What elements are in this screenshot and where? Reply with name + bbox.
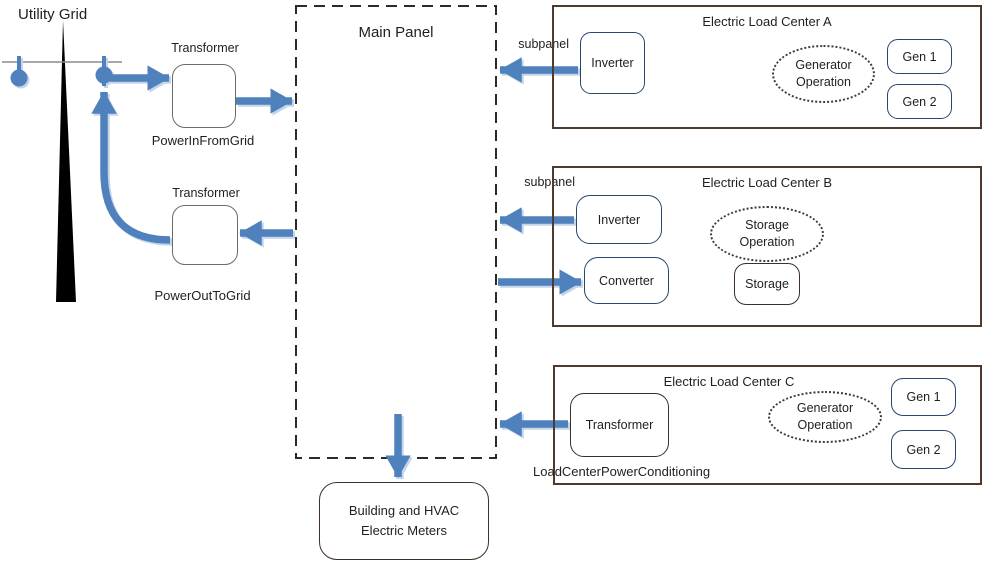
converter-b-node: Converter <box>584 257 669 304</box>
load-center-b-frame: Electric Load Center B <box>552 166 982 327</box>
generator-operation-c-shape: Generator Operation <box>768 391 882 443</box>
load-center-a-frame: Electric Load Center A <box>552 5 982 129</box>
grid-insulator-pins <box>10 56 113 87</box>
inverter-a-node: Inverter <box>580 32 645 94</box>
gen2-c-node: Gen 2 <box>891 430 956 469</box>
utility-pole-icon <box>2 20 122 302</box>
gen1-c-node: Gen 1 <box>891 378 956 416</box>
load-center-a-title: Electric Load Center A <box>702 14 832 29</box>
storage-operation-b-shape: Storage Operation <box>710 206 824 262</box>
gen1-a-node: Gen 1 <box>887 39 952 74</box>
generator-operation-c-line2: Operation <box>797 418 853 432</box>
generator-operation-c-line1: Generator <box>796 401 854 416</box>
subpanel-a-label: subpanel <box>518 37 569 51</box>
generator-operation-a-shape: Generator Operation <box>772 45 875 103</box>
transformer-out-label: Transformer <box>172 186 240 200</box>
storage-operation-b-line1: Storage <box>745 218 789 233</box>
load-center-c-title: Electric Load Center C <box>663 374 795 389</box>
utility-grid-label: Utility Grid <box>18 6 88 23</box>
transformer-in-label: Transformer <box>171 41 239 55</box>
arrow-transformer-out-to-grid <box>91 91 171 244</box>
storage-b-node: Storage <box>734 263 800 305</box>
inverter-b-node: Inverter <box>576 195 662 244</box>
gen2-a-node: Gen 2 <box>887 84 952 119</box>
building-meters-line1: Building and HVAC <box>348 502 460 518</box>
load-center-power-conditioning-label: LoadCenterPowerConditioning <box>533 464 711 479</box>
main-panel-label: Main Panel <box>358 24 434 41</box>
transformer-out-node <box>172 205 238 265</box>
power-out-to-grid-label: PowerOutToGrid <box>154 288 251 303</box>
transformer-c-node: Transformer <box>570 393 669 457</box>
storage-operation-b-line2: Operation <box>739 235 795 249</box>
generator-operation-a-line2: Operation <box>796 75 851 89</box>
power-in-from-grid-label: PowerInFromGrid <box>151 133 255 148</box>
subpanel-b-label: subpanel <box>524 175 575 189</box>
main-panel-dashed-box <box>295 5 497 459</box>
load-center-b-title: Electric Load Center B <box>701 175 833 190</box>
building-meters-node: Building and HVAC Electric Meters <box>319 482 489 560</box>
load-center-c-frame: Electric Load Center C <box>553 365 982 485</box>
transformer-in-node <box>172 64 236 128</box>
building-meters-line2: Electric Meters <box>361 523 447 538</box>
generator-operation-a-line1: Generator <box>795 58 852 73</box>
